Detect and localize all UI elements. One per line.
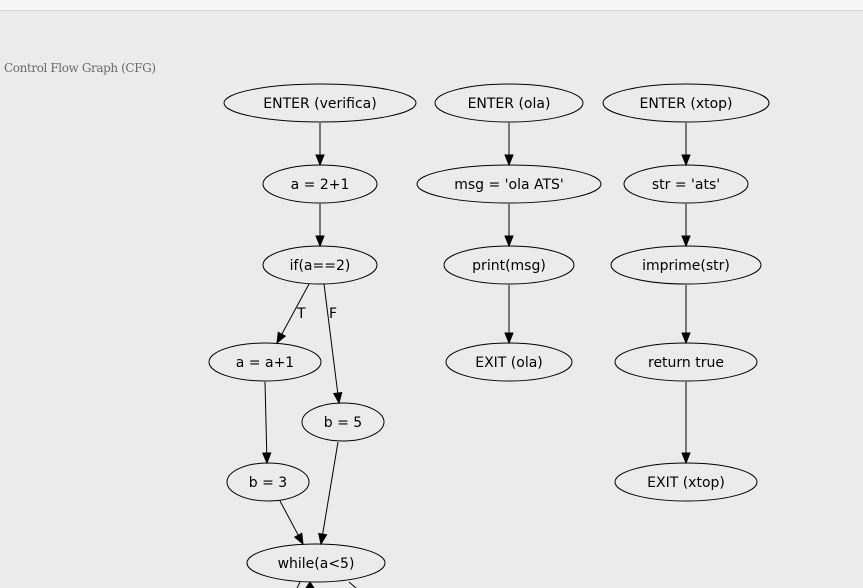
arrowhead-icon (681, 154, 691, 167)
node-b5: b = 5 (301, 402, 385, 442)
node-str: str = 'ats' (623, 164, 749, 204)
node-shape (262, 164, 378, 204)
edge-line (281, 283, 310, 335)
arrowhead-icon (315, 154, 325, 167)
edge-line (279, 500, 299, 536)
top-bar (0, 0, 863, 11)
arrowhead-icon (305, 581, 315, 588)
node-label: EXIT (ola) (475, 355, 543, 371)
edge-if-to-b5: F (323, 283, 343, 405)
edge-print-to-exit-ola (504, 285, 514, 345)
node-shape (301, 402, 385, 442)
node-label: if(a==2) (290, 258, 351, 274)
node-enter-ola: ENTER (ola) (434, 83, 584, 123)
node-while: while(a<5) (246, 543, 386, 583)
edge-enter-ola-to-msg (504, 123, 514, 167)
node-shape (434, 83, 584, 123)
edge-a-eq-to-if (315, 204, 325, 248)
edge-a-inc-to-b3 (262, 381, 272, 465)
edge-line (296, 581, 301, 588)
node-exit-ola: EXIT (ola) (445, 342, 573, 382)
node-shape (226, 462, 310, 502)
node-imprime: imprime(str) (610, 245, 762, 285)
node-shape (443, 245, 575, 285)
edge-line (323, 283, 339, 394)
node-a-eq: a = 2+1 (262, 164, 378, 204)
node-shape (208, 342, 322, 382)
arrowhead-icon (276, 331, 287, 345)
node-if: if(a==2) (262, 245, 378, 285)
node-label: a = a+1 (236, 355, 294, 371)
node-shape (445, 342, 573, 382)
edge-ret-to-exit-xtop (681, 382, 691, 465)
edge-while-continuation (296, 581, 357, 588)
edge-label-t: T (296, 306, 306, 322)
arrowhead-icon (681, 235, 691, 248)
arrowhead-icon (318, 532, 328, 546)
panel-title: Control Flow Graph (CFG) (4, 61, 156, 75)
node-label: return true (648, 355, 724, 371)
node-b3: b = 3 (226, 462, 310, 502)
node-label: b = 5 (324, 415, 362, 431)
node-label: imprime(str) (642, 258, 730, 274)
arrowhead-icon (681, 452, 691, 465)
edge-msg-to-print (504, 204, 514, 248)
arrowhead-icon (262, 452, 272, 465)
node-shape (262, 245, 378, 285)
edge-if-to-a-inc: T (276, 283, 310, 345)
edge-label-f: F (329, 306, 337, 322)
edge-imprime-to-ret (681, 285, 691, 345)
edge-line (322, 441, 339, 535)
arrowhead-icon (504, 332, 514, 345)
node-shape (623, 164, 749, 204)
node-label: while(a<5) (278, 556, 355, 572)
edge-str-to-imprime (681, 204, 691, 248)
arrowhead-icon (315, 235, 325, 248)
node-exit-xtop: EXIT (xtop) (614, 462, 758, 502)
edge-enter-xtop-to-str (681, 123, 691, 167)
arrowhead-icon (504, 235, 514, 248)
node-shape (246, 543, 386, 583)
node-label: ENTER (ola) (468, 96, 551, 112)
node-ret: return true (614, 342, 758, 382)
node-label: print(msg) (472, 258, 546, 274)
edge-line (348, 581, 357, 588)
node-enter-verifica: ENTER (verifica) (223, 83, 417, 123)
edge-enter-verifica-to-a-eq (315, 123, 325, 167)
node-shape (614, 462, 758, 502)
node-shape (602, 83, 770, 123)
node-a-inc: a = a+1 (208, 342, 322, 382)
node-shape (223, 83, 417, 123)
edge-line (264, 381, 268, 454)
edge-b3-to-while (279, 500, 304, 546)
arrowhead-icon (332, 391, 343, 405)
arrowhead-icon (681, 332, 691, 345)
arrowhead-icon (504, 154, 514, 167)
node-label: EXIT (xtop) (647, 475, 725, 491)
node-print: print(msg) (443, 245, 575, 285)
node-label: a = 2+1 (291, 177, 350, 193)
node-label: ENTER (verifica) (263, 96, 376, 112)
node-enter-xtop: ENTER (xtop) (602, 83, 770, 123)
node-label: str = 'ats' (652, 177, 720, 193)
node-msg: msg = 'ola ATS' (416, 164, 602, 204)
nodes-layer: ENTER (verifica) a = 2+1 if(a==2) a = a+1 b … (208, 83, 770, 583)
node-label: msg = 'ola ATS' (454, 177, 564, 193)
node-shape (610, 245, 762, 285)
node-label: ENTER (xtop) (639, 96, 732, 112)
node-shape (614, 342, 758, 382)
node-label: b = 3 (249, 475, 287, 491)
node-shape (416, 164, 602, 204)
edge-b5-to-while (318, 441, 339, 546)
arrowhead-icon (293, 532, 304, 546)
